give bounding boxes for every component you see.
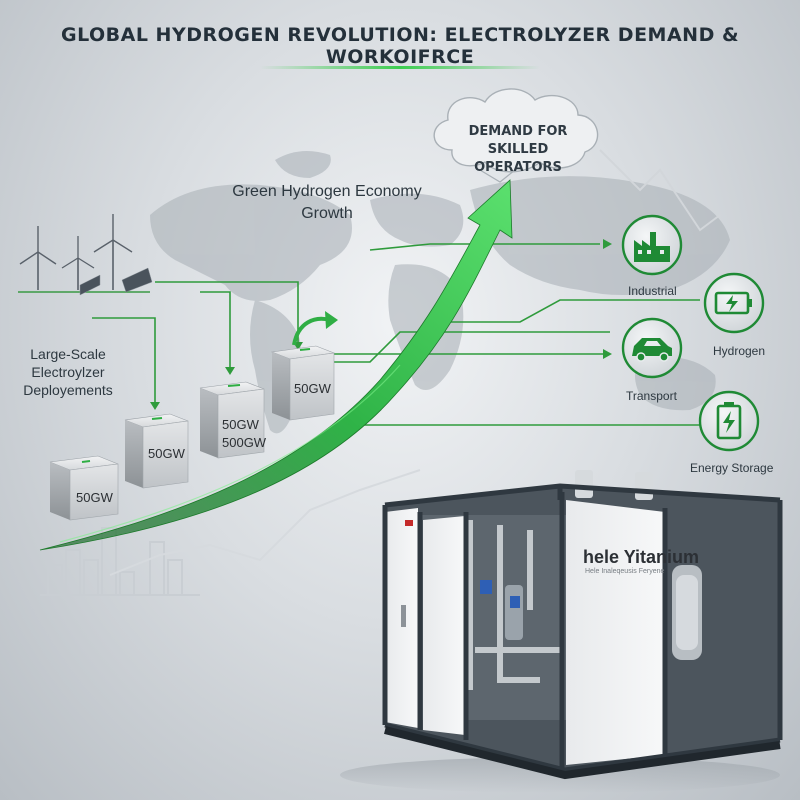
curved-arrow-head-icon bbox=[325, 311, 338, 329]
growth-arrow bbox=[39, 179, 513, 551]
demand-cloud bbox=[433, 88, 599, 173]
growth-label: Green Hydrogen Economy Growth bbox=[222, 181, 432, 225]
sector-label-energy-storage: Energy Storage bbox=[690, 461, 774, 475]
sector-label-industrial: Industrial bbox=[628, 284, 677, 298]
demand-cloud-text: DEMAND FOR SKILLED OPERATORS bbox=[448, 123, 588, 177]
energy-storage-icon-badge bbox=[698, 390, 760, 452]
electrolyzer-container bbox=[340, 470, 783, 793]
deployments-label-line-1: Large-Scale bbox=[30, 346, 106, 362]
electrolyzer-module-2 bbox=[124, 413, 189, 489]
title-underline bbox=[260, 66, 540, 69]
industrial-icon-badge bbox=[621, 214, 683, 276]
deployments-label-line-2: Electroylzer bbox=[31, 364, 105, 380]
deployments-label-line-3: Deployements bbox=[23, 382, 113, 398]
product-brand: hele Yitanium bbox=[583, 547, 700, 567]
demand-cloud-line-2: SKILLED OPERATORS bbox=[474, 142, 562, 175]
hydrogen-icon-badge bbox=[703, 272, 765, 334]
sector-label-transport: Transport bbox=[626, 389, 677, 403]
electrolyzer-module-3 bbox=[199, 381, 265, 459]
growth-label-line-2: Growth bbox=[301, 205, 353, 222]
sector-label-hydrogen: Hydrogen bbox=[713, 344, 766, 358]
electrolyzer-module-1 bbox=[49, 455, 119, 521]
product-tagline: Hele Inaleqeusis Feryene bbox=[585, 568, 665, 575]
module-1-capacity: 50GW bbox=[76, 490, 113, 505]
growth-label-line-1: Green Hydrogen Economy bbox=[232, 183, 422, 200]
cloud-connector bbox=[479, 169, 516, 183]
module-4-capacity: 50GW bbox=[294, 381, 331, 396]
module-3-capacity-line-2: 500GW bbox=[222, 435, 267, 450]
transport-icon-badge bbox=[621, 317, 683, 379]
module-3-capacity: 50GW 500GW bbox=[222, 416, 266, 452]
electrolyzer-module-4 bbox=[270, 345, 336, 421]
connector-lines bbox=[92, 243, 700, 426]
demand-cloud-line-1: DEMAND FOR bbox=[468, 124, 568, 139]
module-3-capacity-line-1: 50GW bbox=[222, 417, 259, 432]
deployments-label: Large-Scale Electroylzer Deployements bbox=[8, 345, 128, 399]
solar-panels bbox=[79, 267, 153, 296]
page-title: GLOBAL HYDROGEN REVOLUTION: ELECTROLYZER… bbox=[60, 24, 740, 68]
module-2-capacity: 50GW bbox=[148, 446, 185, 461]
